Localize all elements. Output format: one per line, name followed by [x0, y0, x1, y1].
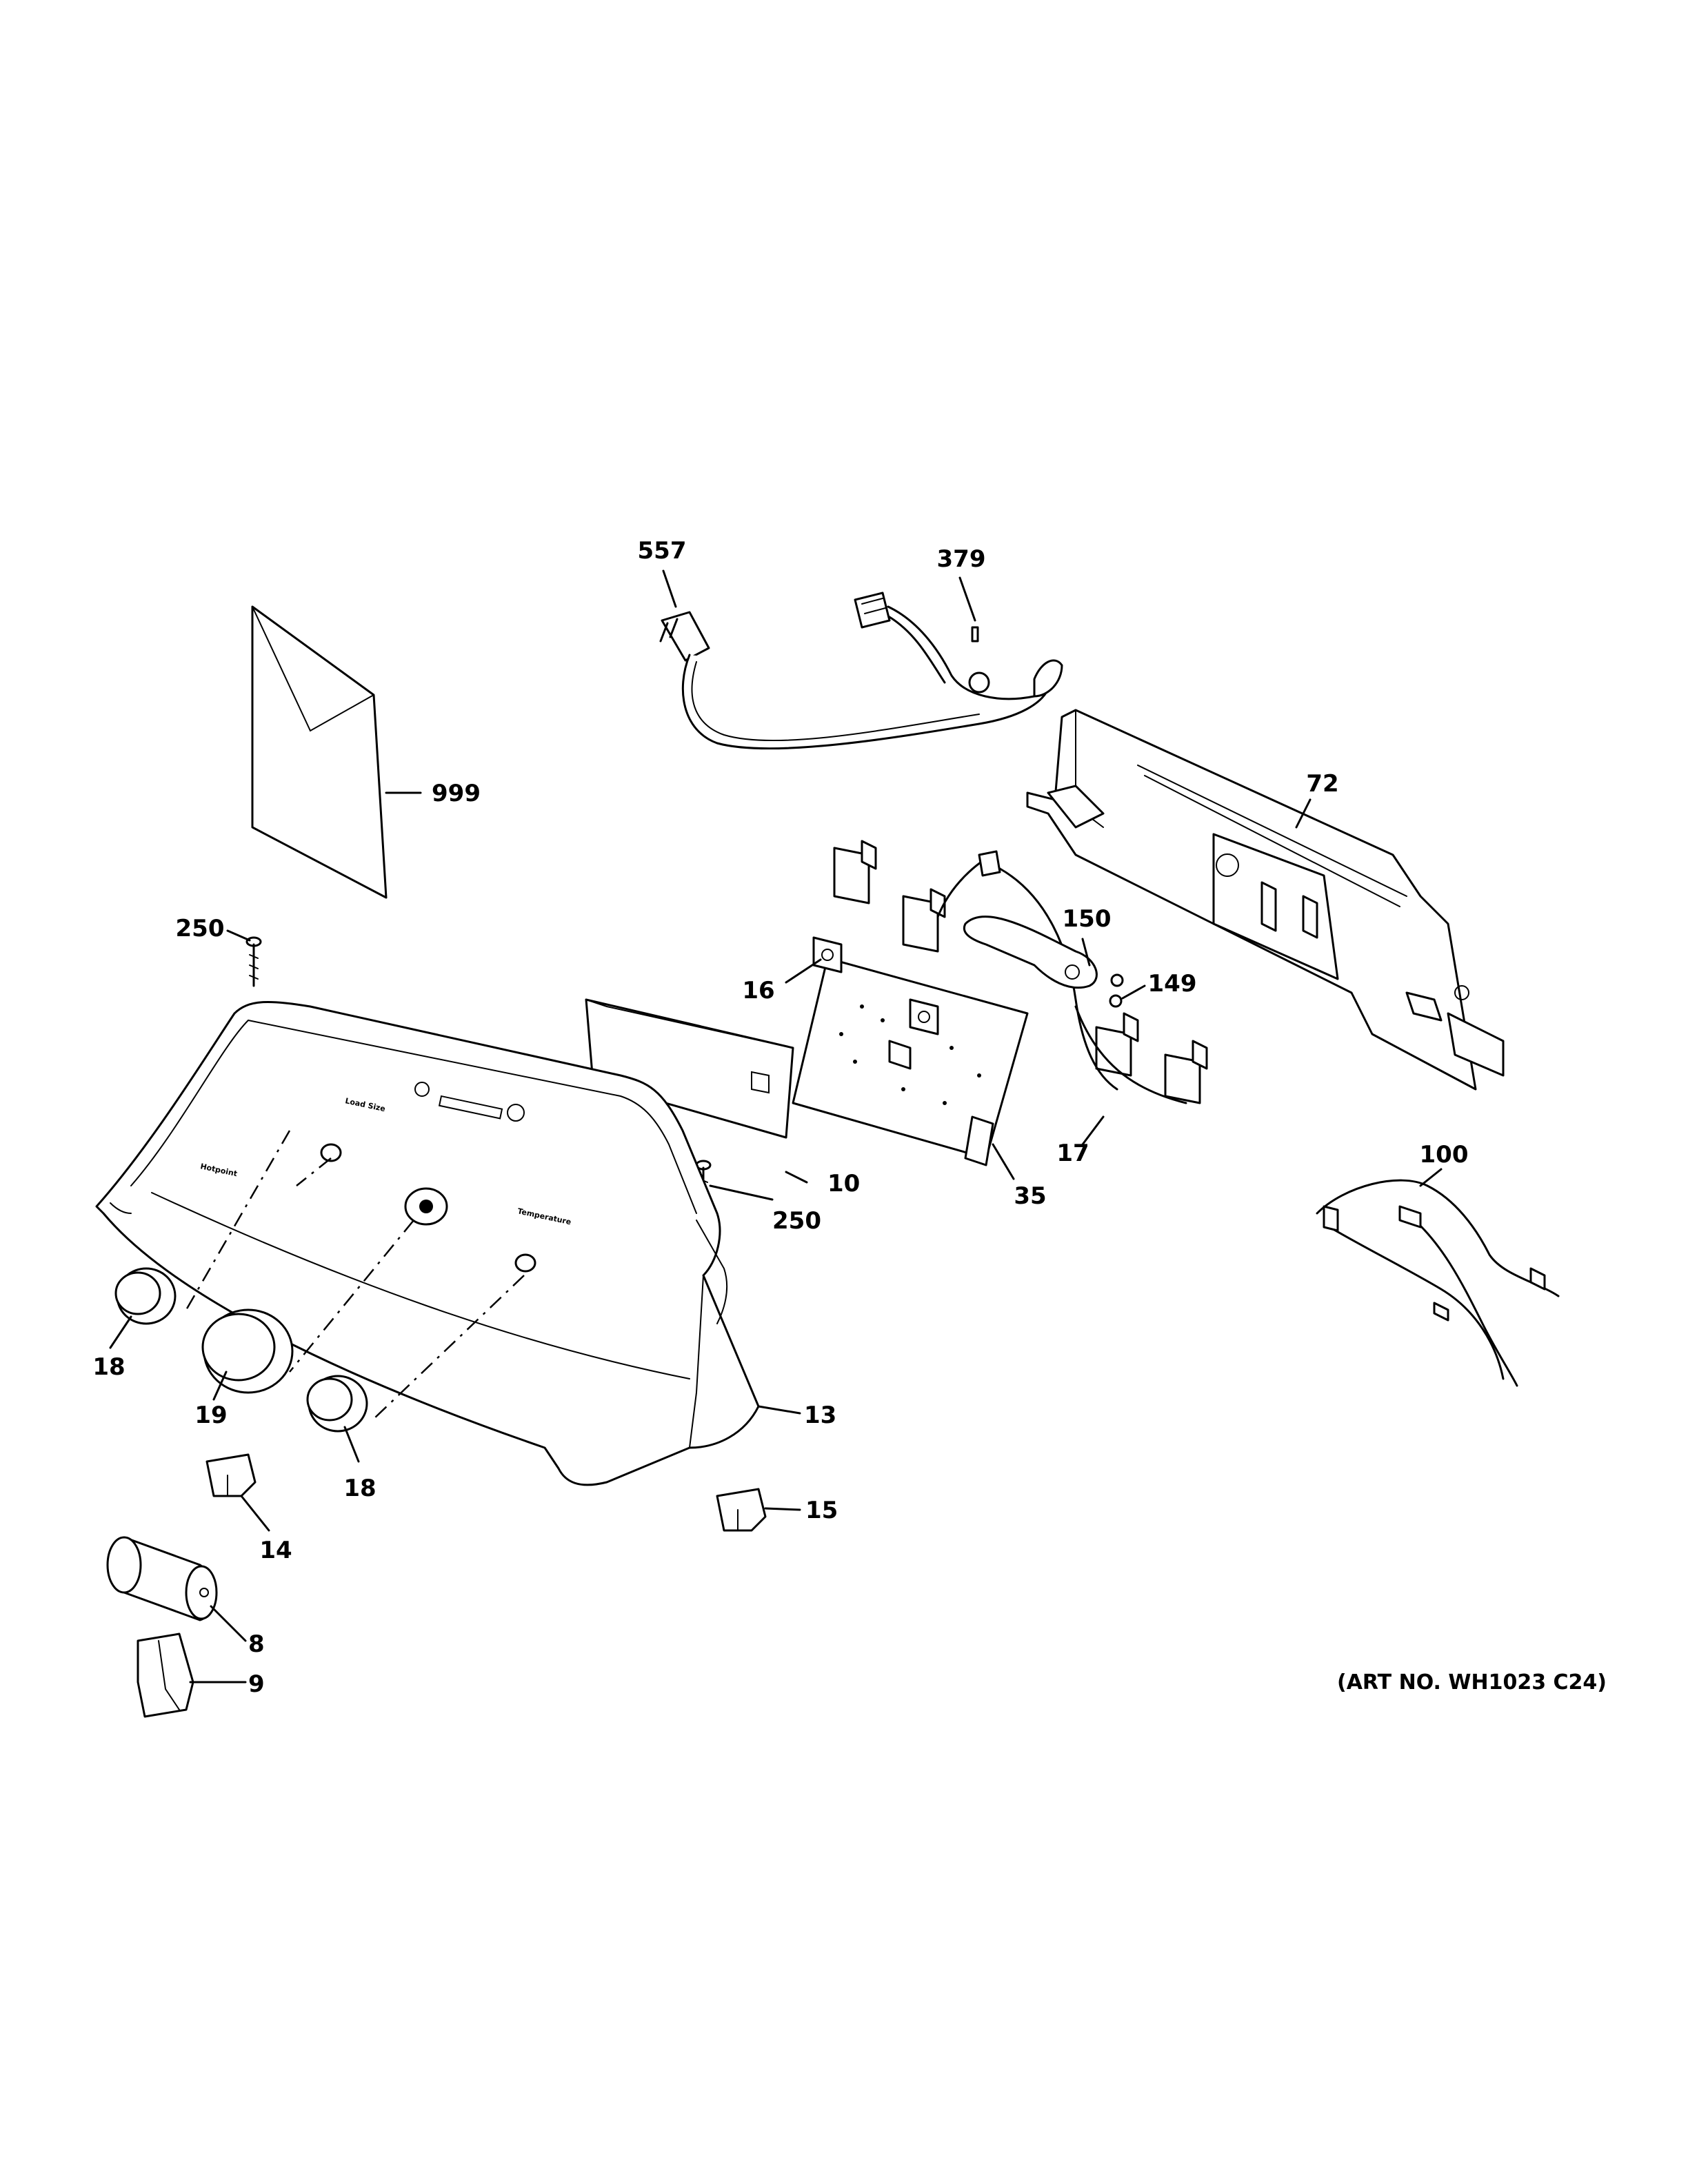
callout-18-right: 18 — [343, 1475, 376, 1502]
part-15-clip — [716, 1488, 767, 1532]
callout-379: 379 — [937, 545, 986, 573]
part-18-knob-a — [114, 1267, 177, 1325]
callout-19: 19 — [194, 1402, 227, 1429]
part-72-console-bracket — [1026, 709, 1505, 1091]
leader-lines — [109, 569, 1443, 1684]
callout-999: 999 — [432, 780, 481, 807]
part-18-knob-b — [306, 1375, 368, 1433]
callout-72: 72 — [1306, 770, 1338, 798]
part-100-wire-harness — [1316, 1179, 1560, 1387]
part-250-screw-a — [245, 936, 262, 987]
part-9-bracket — [137, 1632, 194, 1718]
callout-15: 15 — [805, 1497, 838, 1524]
art-number: (ART NO. WH1023 C24) — [1337, 1670, 1607, 1695]
callout-35: 35 — [1014, 1182, 1046, 1210]
part-13-console: Hotpoint Load Size Temperature — [95, 1001, 760, 1486]
callout-10: 10 — [827, 1170, 860, 1197]
callout-8: 8 — [248, 1630, 265, 1658]
callout-17: 17 — [1056, 1140, 1089, 1167]
callout-100: 100 — [1420, 1141, 1469, 1169]
part-8-capacitor — [106, 1536, 218, 1621]
part-19-knob — [201, 1308, 294, 1394]
part-149-screw — [1109, 994, 1123, 1008]
callout-16: 16 — [742, 977, 774, 1004]
callout-13: 13 — [804, 1402, 836, 1429]
part-379-wire-harness — [854, 592, 1063, 700]
part-35-control-board — [792, 936, 1029, 1166]
callout-14: 14 — [259, 1537, 292, 1564]
part-999-envelope — [251, 605, 388, 899]
callout-9: 9 — [248, 1670, 265, 1698]
callout-250-top: 250 — [176, 915, 225, 942]
part-switches — [833, 840, 1208, 1104]
callout-labels: 557 379 999 72 250 150 149 16 10 250 35 … — [92, 537, 1468, 1698]
callout-250-mid: 250 — [772, 1207, 821, 1235]
part-557-power-cord — [659, 611, 1049, 750]
callout-149: 149 — [1148, 970, 1197, 998]
part-14-clip — [205, 1453, 257, 1497]
callout-557: 557 — [638, 537, 687, 565]
callout-150: 150 — [1063, 905, 1112, 933]
assembly-dashed-lines — [185, 1130, 525, 1421]
callout-18-left: 18 — [92, 1353, 125, 1381]
part-10-console-cover — [585, 998, 794, 1139]
